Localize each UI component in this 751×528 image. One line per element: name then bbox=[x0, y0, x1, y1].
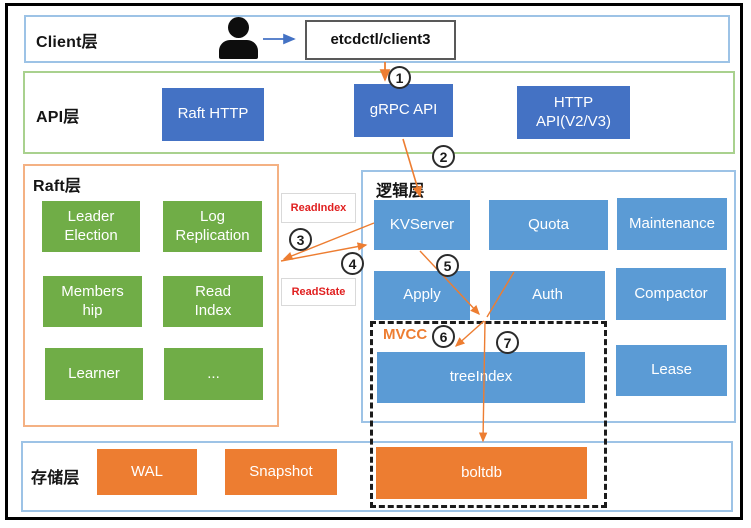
raft-more-box: ... bbox=[164, 348, 263, 400]
lease-box: Lease bbox=[616, 345, 727, 396]
user-icon-head bbox=[228, 17, 249, 38]
api-layer-label: API层 bbox=[36, 109, 80, 126]
membership-box: Members hip bbox=[43, 276, 142, 327]
leader-election-box: Leader Election bbox=[42, 201, 140, 252]
readstate-note: ReadState bbox=[281, 278, 356, 306]
etcdctl-client3-box: etcdctl/client3 bbox=[305, 20, 456, 60]
step-4-badge: 4 bbox=[341, 252, 364, 275]
raft-http-box: Raft HTTP bbox=[162, 88, 264, 141]
raft-layer-label: Raft层 bbox=[33, 178, 82, 195]
step-1-badge: 1 bbox=[388, 66, 411, 89]
apply-box: Apply bbox=[374, 271, 470, 320]
log-replication-box: Log Replication bbox=[163, 201, 262, 252]
user-icon bbox=[218, 16, 258, 60]
step-7-badge: 7 bbox=[496, 331, 519, 354]
user-icon-torso bbox=[219, 40, 258, 59]
outer-frame bbox=[5, 3, 743, 520]
grpc-api-box: gRPC API bbox=[354, 84, 453, 137]
readindex-note: ReadIndex bbox=[281, 193, 356, 223]
treeindex-box: treeIndex bbox=[377, 352, 585, 403]
maintenance-box: Maintenance bbox=[617, 198, 727, 250]
compactor-box: Compactor bbox=[616, 268, 726, 320]
wal-box: WAL bbox=[97, 449, 197, 495]
client-layer-label: Client层 bbox=[36, 34, 98, 51]
logic-layer-label: 逻辑层 bbox=[376, 183, 425, 200]
snapshot-box: Snapshot bbox=[225, 449, 337, 495]
read-index-box: Read Index bbox=[163, 276, 263, 327]
learner-box: Learner bbox=[45, 348, 143, 400]
kvserver-box: KVServer bbox=[374, 200, 470, 250]
step-5-badge: 5 bbox=[436, 254, 459, 277]
step-3-badge: 3 bbox=[289, 228, 312, 251]
boltdb-box: boltdb bbox=[376, 447, 587, 499]
quota-box: Quota bbox=[489, 200, 608, 250]
step-6-badge: 6 bbox=[432, 325, 455, 348]
auth-box: Auth bbox=[490, 271, 605, 320]
step-2-badge: 2 bbox=[432, 145, 455, 168]
http-api-box: HTTP API(V2/V3) bbox=[517, 86, 630, 139]
storage-layer-label: 存储层 bbox=[31, 470, 80, 487]
